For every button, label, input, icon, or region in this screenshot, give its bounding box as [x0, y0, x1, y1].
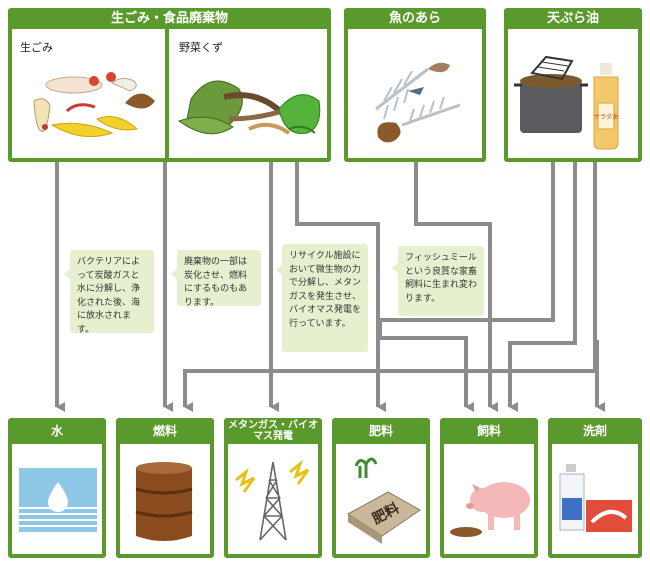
fertilizer-bag-icon: 肥料	[347, 457, 421, 544]
source-fish-title: 魚のあら	[388, 11, 441, 26]
dest-detergent-panel	[552, 444, 638, 554]
source-oil-title: 天ぷら油	[546, 11, 599, 26]
dest-fuel: 燃料	[116, 418, 214, 558]
vegetable-scraps-panel: 野菜くず	[169, 29, 327, 158]
note-feed: フィッシュミールという良質な家畜飼料に生まれ変わります。	[398, 246, 484, 316]
water-drop-icon	[19, 468, 97, 532]
dest-biomass-panel	[228, 444, 318, 554]
arrow-kitchen-to-fertilizer	[295, 162, 386, 412]
dest-feed: 飼料	[440, 418, 538, 558]
note-biomass-tail	[276, 264, 283, 276]
source-fish-scraps: 魚のあら	[344, 8, 486, 162]
tempura-oil-panel: サラダ油	[508, 29, 638, 158]
source-kitchen-title: 生ごみ・食品廃棄物	[110, 11, 228, 26]
source-tempura-oil: 天ぷら油 サラダ油	[504, 8, 642, 162]
dest-fertilizer: 肥料 肥料	[332, 418, 430, 558]
food-scraps-icon	[33, 72, 155, 138]
frying-pot-icon: サラダ油	[514, 55, 619, 150]
note-water-tail	[64, 268, 71, 280]
dest-fertilizer-panel: 肥料	[336, 444, 426, 554]
vegetable-scraps-label: 野菜くず	[179, 41, 223, 54]
arrow-oil-to-feed	[508, 162, 577, 412]
bottle-label: サラダ油	[594, 113, 618, 121]
dest-feed-title: 飼料	[476, 423, 501, 438]
dest-detergent: 洗剤	[548, 418, 642, 558]
note-water: バクテリアによって炭酸ガスと水に分解し、浄化された後、海に放水されます。	[70, 250, 154, 335]
food-scraps-label: 生ごみ	[20, 41, 53, 54]
power-tower-icon	[235, 459, 310, 541]
arrow-oil-to-fertilizer	[378, 162, 555, 412]
source-kitchen-waste: 生ごみ・食品廃棄物 生ごみ 野菜くず	[8, 8, 331, 162]
food-scraps-panel: 生ごみ	[12, 29, 165, 158]
dest-water: 水	[8, 418, 106, 558]
detergent-bottles-icon	[559, 464, 632, 532]
note-feed-tail	[392, 262, 399, 274]
dest-biomass-title: メタンガス・バイオマス発電	[228, 420, 318, 442]
dest-fertilizer-title: 肥料	[368, 423, 393, 438]
note-fuel: 廃棄物の一部は炭化させ、燃料にするものもあります。	[177, 250, 261, 308]
note-biomass: リサイクル施設において微生物の力で分解し、メタンガスを発生させ、バイオマス発電を…	[282, 244, 368, 352]
note-fuel-tail	[171, 268, 178, 280]
dest-fuel-title: 燃料	[152, 423, 177, 438]
dest-fuel-panel	[120, 444, 210, 554]
dest-water-title: 水	[50, 423, 63, 438]
pig-icon	[450, 482, 530, 537]
fish-bones-icon	[375, 62, 461, 143]
fish-scraps-panel	[348, 29, 482, 158]
dest-water-panel	[12, 444, 102, 554]
dest-feed-panel	[444, 444, 534, 554]
dest-detergent-title: 洗剤	[582, 423, 607, 438]
vegetable-scraps-icon	[177, 80, 321, 135]
arrow-oil-to-fuel	[183, 162, 597, 412]
arrow-fish-to-feed	[414, 162, 498, 412]
dest-biomass: メタンガス・バイオマス発電	[224, 418, 322, 558]
oil-drum-icon	[135, 462, 193, 541]
